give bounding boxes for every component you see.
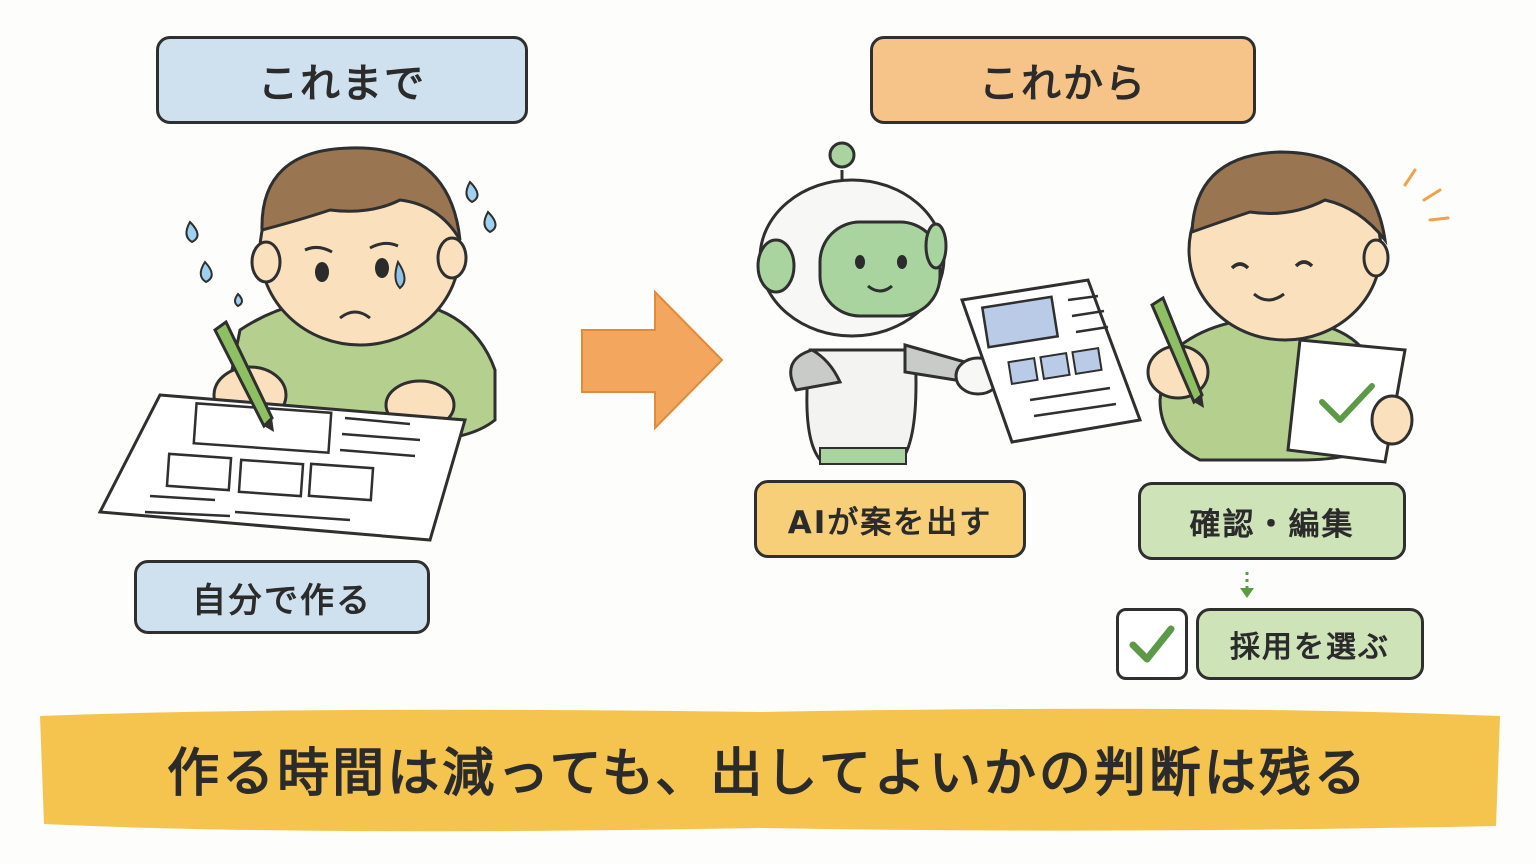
document-icon — [97, 393, 467, 542]
label-self-made: 自分で作る — [134, 560, 430, 634]
pencil-icon — [1150, 295, 1204, 408]
banner: 作る時間は減っても、出してよいかの判断は残る — [32, 704, 1504, 832]
label-review-edit-text: 確認・編集 — [1189, 506, 1355, 543]
sweat-drop-icon — [185, 180, 497, 308]
label-ai-proposes: AIが案を出す — [754, 480, 1026, 558]
label-adopt-choose: 採用を選ぶ — [1196, 608, 1424, 680]
robot-icon — [756, 141, 1002, 465]
document-icon — [1286, 338, 1414, 464]
dotted-arrow-down-icon — [1240, 572, 1254, 598]
label-before-text: これまで — [258, 61, 426, 107]
pencil-icon — [213, 319, 274, 432]
label-after-text: これから — [979, 61, 1147, 107]
label-review-edit: 確認・編集 — [1138, 482, 1406, 560]
arrow-right-icon — [581, 289, 724, 431]
banner-background — [40, 708, 1500, 832]
label-ai-proposes-text: AIが案を出す — [787, 504, 993, 541]
label-after: これから — [870, 36, 1256, 124]
check-icon — [1129, 625, 1175, 663]
banner-text: 作る時間は減っても、出してよいかの判断は残る — [167, 743, 1369, 804]
label-adopt-choose-text: 採用を選ぶ — [1230, 630, 1390, 665]
label-self-made-text: 自分で作る — [192, 580, 372, 621]
checkbox-checked — [1116, 608, 1188, 680]
worried-person-icon — [212, 146, 497, 442]
document-icon — [959, 278, 1143, 444]
label-before: これまで — [156, 36, 528, 124]
check-icon — [1319, 383, 1375, 423]
